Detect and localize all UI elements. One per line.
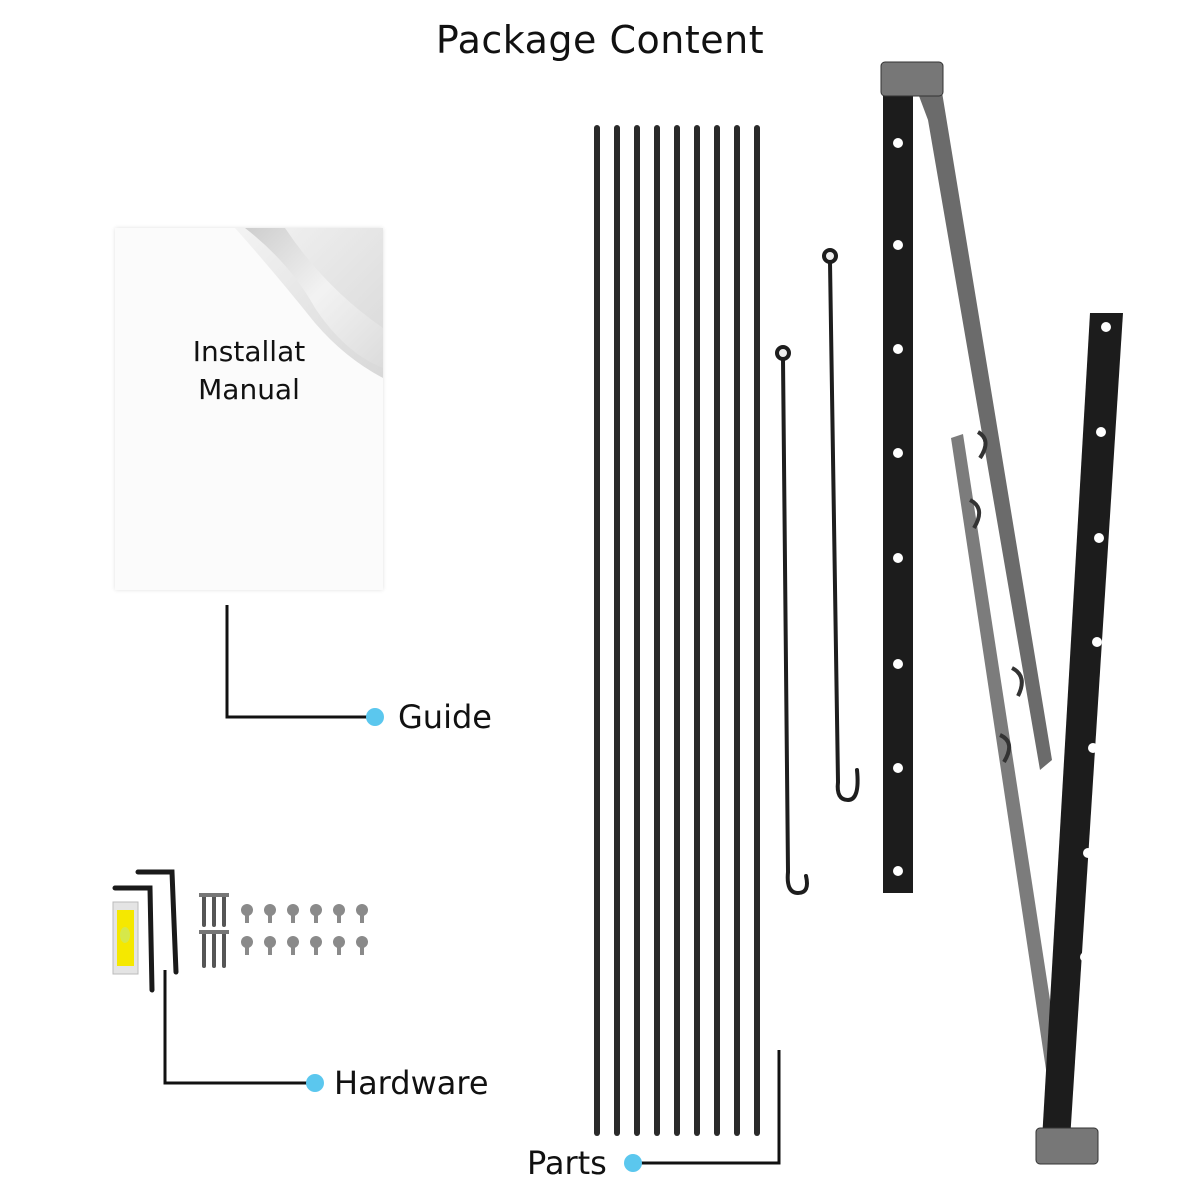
wall-bracket-icon (880, 61, 1052, 893)
hardware-label: Hardware (334, 1064, 489, 1102)
screw-icon (202, 894, 226, 968)
rod-icon (594, 125, 760, 1136)
page-title: Package Content (435, 18, 765, 62)
bubble-level-icon (112, 901, 139, 975)
hook-rod-icon (775, 248, 860, 896)
parts-label: Parts (527, 1144, 607, 1182)
guide-dot-icon (366, 708, 384, 726)
parts-leader-line (632, 1050, 781, 1165)
manual-title-line2: Manual (198, 373, 300, 406)
short-screws-icon (241, 904, 368, 955)
allen-key-icon (112, 869, 179, 993)
manual-title: Installat Manual (115, 333, 383, 409)
hardware-dot-icon (306, 1074, 324, 1092)
guide-leader-line (225, 605, 375, 719)
hardware-leader-line (163, 970, 315, 1085)
manual-title-line1: Installat (192, 335, 306, 368)
guide-label: Guide (398, 698, 492, 736)
wall-bracket-icon (1035, 313, 1123, 1165)
parts-dot-icon (624, 1154, 642, 1172)
page-curl-icon (235, 228, 383, 378)
hook-strip-icon (951, 430, 1070, 1136)
installation-manual-document-icon: Installat Manual (115, 228, 383, 590)
